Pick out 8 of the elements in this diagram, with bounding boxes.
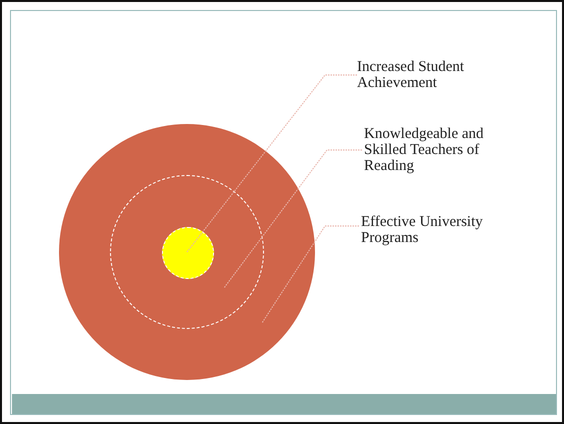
leader-line [224, 150, 362, 288]
target-ring [110, 175, 264, 329]
callout-label: Effective University Programs [361, 214, 521, 246]
callout-label: Increased Student Achievement [357, 59, 507, 91]
callout-label: Knowledgeable and Skilled Teachers of Reading [364, 126, 524, 174]
leader-line [262, 226, 360, 324]
leader-line [186, 74, 358, 252]
bullseye-circle [162, 227, 214, 279]
